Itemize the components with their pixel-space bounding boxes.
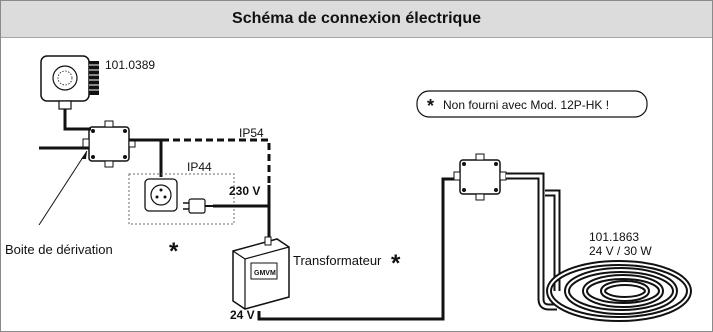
heater-ref-label: 101.1863	[589, 230, 639, 244]
ip44-enclosure	[128, 173, 235, 225]
socket-outlet	[144, 178, 178, 212]
title-bar: Schéma de connexion électrique	[1, 1, 712, 38]
transformer-device: GMVM	[232, 236, 290, 310]
note-asterisk: *	[427, 96, 434, 116]
junction-box-label: Boite de dérivation	[5, 242, 113, 257]
heater-spec-label: 24 V / 30 W	[589, 244, 652, 258]
note-text: Non fourni avec Mod. 12P-HK !	[443, 98, 609, 112]
junction-box-asterisk: *	[169, 238, 179, 265]
diagram-title: Schéma de connexion électrique	[232, 10, 481, 27]
transformer-asterisk: *	[391, 250, 401, 277]
note-pill	[416, 90, 648, 118]
transformer-label: Transformateur	[293, 253, 382, 268]
voltage-230-label: 230 V	[229, 184, 260, 198]
ip54-label: IP54	[239, 126, 264, 140]
power-plug	[183, 198, 213, 214]
heating-cable	[506, 172, 692, 322]
ip44-label: IP44	[187, 160, 212, 174]
junction-box-left	[82, 120, 136, 168]
thermostat-device	[40, 55, 99, 110]
junction-box-right	[453, 153, 507, 201]
thermostat-ref-label: 101.0389	[105, 58, 155, 72]
transformer-badge: GMVM	[254, 270, 276, 277]
voltage-24-label: 24 V	[230, 308, 255, 322]
